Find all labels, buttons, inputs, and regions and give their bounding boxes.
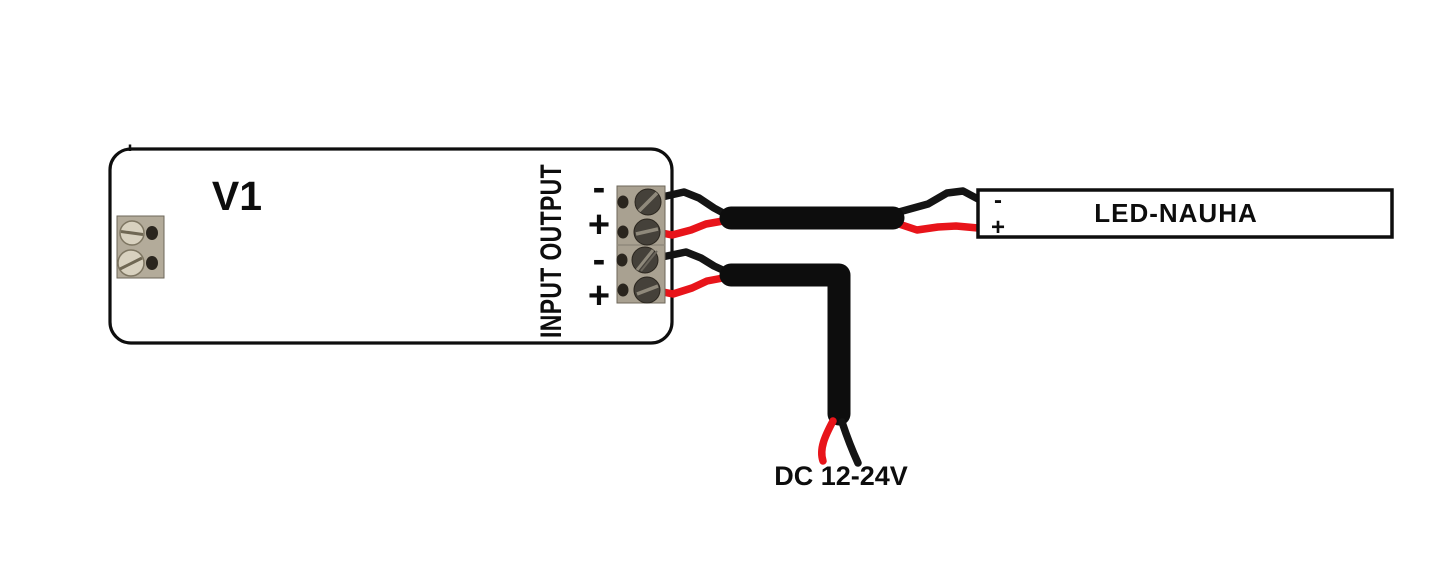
strip-negative-wire xyxy=(895,187,982,216)
screw-slot xyxy=(636,284,659,296)
led-strip: - + LED-NAUHA xyxy=(976,187,1394,241)
dc-positive-wire xyxy=(818,417,837,465)
ports-label: INPUT OUTPUT xyxy=(535,164,568,338)
led-strip-body xyxy=(976,188,1394,239)
terminal-polarity-label: + xyxy=(588,275,610,317)
led-strip-positive-label: + xyxy=(991,214,1005,241)
wire-hole xyxy=(616,253,628,267)
terminal-polarity-label: - xyxy=(593,167,606,209)
wire-hole xyxy=(617,195,629,209)
wire-hole xyxy=(617,283,629,297)
terminal-polarity-label: - xyxy=(593,239,606,281)
strip-positive-wire xyxy=(895,220,982,234)
power-cable xyxy=(719,263,851,426)
input-negative-wire xyxy=(658,248,731,276)
power-label: DC 12-24V xyxy=(774,461,908,491)
wire-hole xyxy=(146,226,158,240)
screw-slot xyxy=(120,230,144,236)
wire-hole xyxy=(617,225,629,239)
screw-slot xyxy=(637,191,659,213)
io-terminal-block xyxy=(616,185,666,304)
screw-slot xyxy=(635,227,659,236)
wire-hole xyxy=(146,256,158,270)
controller-body xyxy=(108,147,674,345)
led-strip-label: LED-NAUHA xyxy=(1094,198,1258,228)
input-positive-wire xyxy=(654,274,727,298)
screw-slot xyxy=(119,256,143,271)
terminal-polarity-label: + xyxy=(588,204,610,246)
output-negative-wire xyxy=(658,188,731,219)
screw-slot xyxy=(640,250,658,272)
dc-negative-wire xyxy=(838,418,862,467)
output-positive-wire xyxy=(653,217,727,239)
aux-terminal-block xyxy=(116,215,165,279)
controller-label: V1 xyxy=(212,173,262,219)
led-strip-negative-label: - xyxy=(994,187,1002,214)
screw-slot xyxy=(635,249,655,271)
